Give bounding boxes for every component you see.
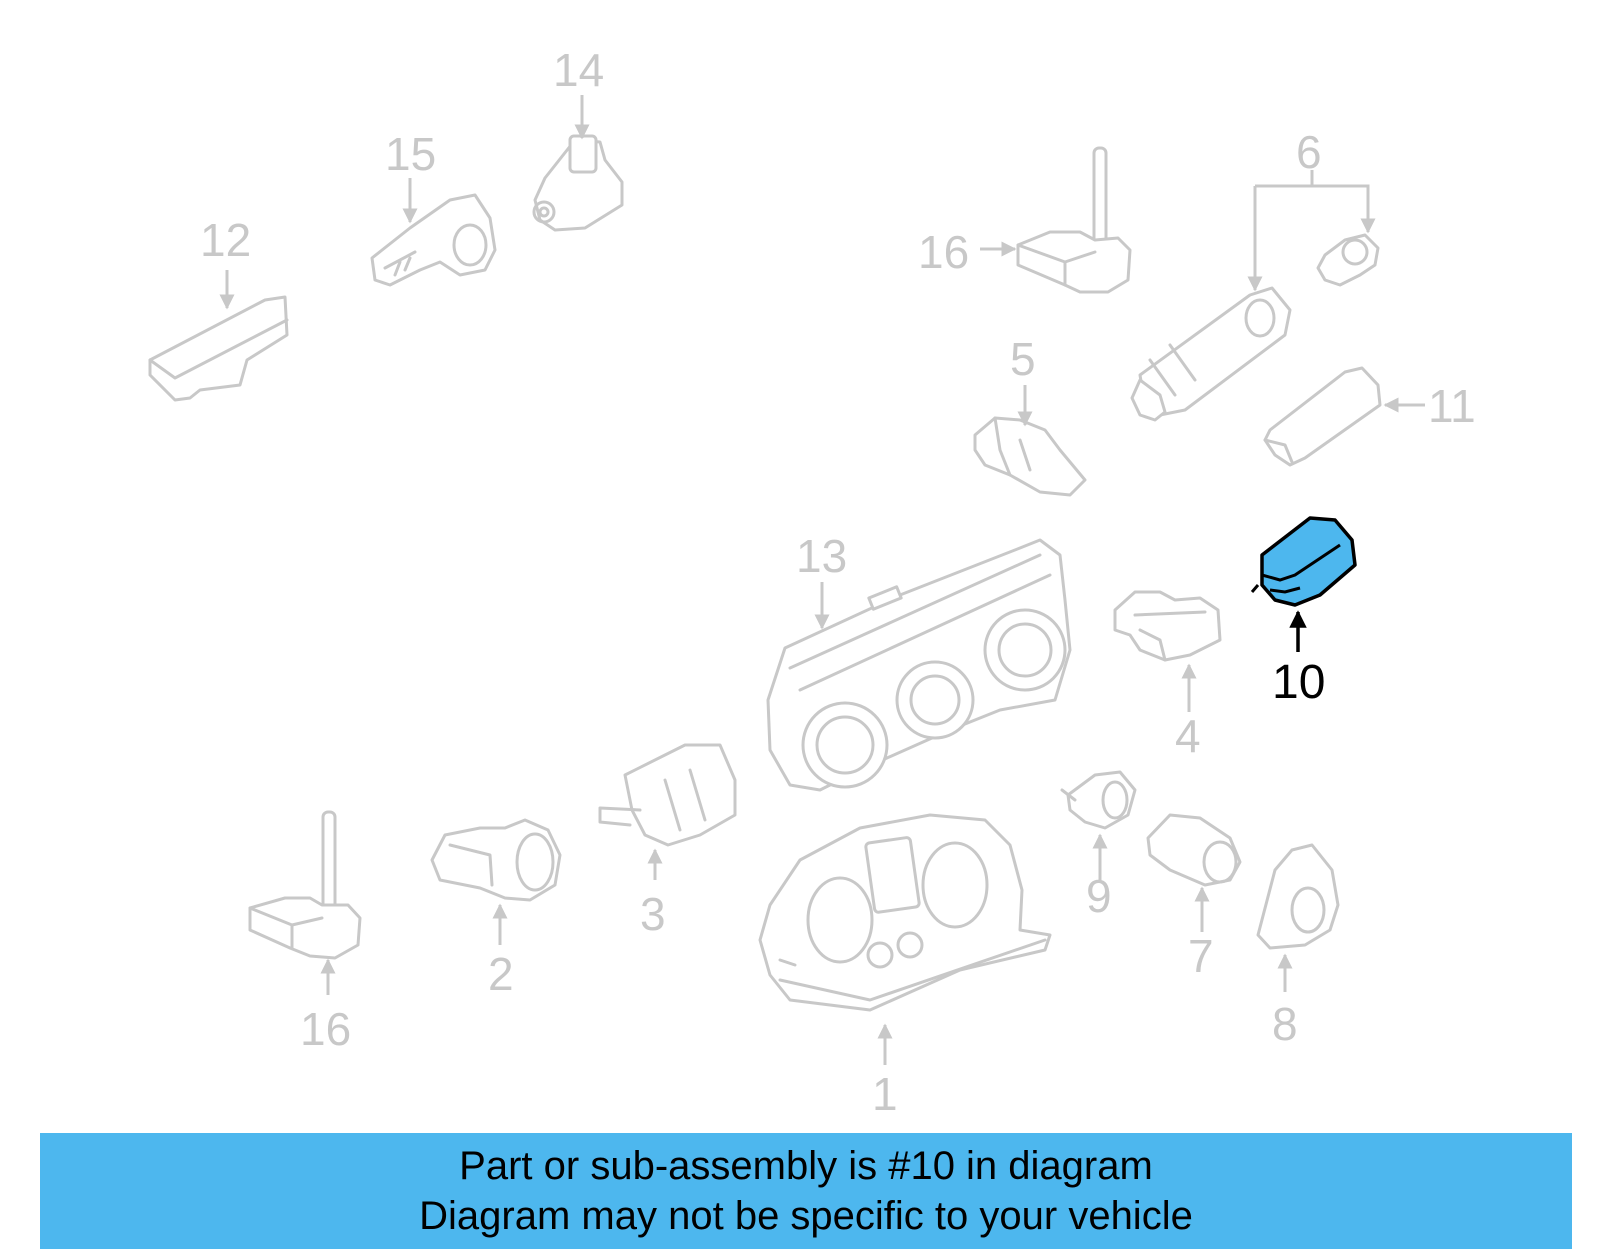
part-5-switch: 5 xyxy=(973,333,1087,497)
callout-2: 2 xyxy=(488,948,514,1000)
part-11-bulb-cover: 11 xyxy=(1263,366,1476,467)
callout-16-lower: 16 xyxy=(300,1003,351,1055)
callout-6: 6 xyxy=(1296,126,1322,178)
callout-7: 7 xyxy=(1188,930,1214,982)
callout-8: 8 xyxy=(1272,998,1298,1050)
part-4-switch: 4 xyxy=(1113,590,1222,762)
part-7-knob: 7 xyxy=(1146,813,1242,982)
info-banner: Part or sub-assembly is #10 in diagram D… xyxy=(40,1133,1572,1249)
part-15-sensor-bracket: 15 xyxy=(370,128,497,287)
part-3-switch-module: 3 xyxy=(598,743,737,940)
callout-3: 3 xyxy=(640,888,666,940)
callout-13: 13 xyxy=(796,530,847,582)
banner-line-2: Diagram may not be specific to your vehi… xyxy=(419,1194,1193,1238)
callout-9: 9 xyxy=(1086,870,1112,922)
part-6-lamp-assembly: 6 xyxy=(1130,126,1380,422)
callout-1: 1 xyxy=(872,1068,898,1120)
callout-10: 10 xyxy=(1272,656,1325,709)
callout-16-upper: 16 xyxy=(918,226,969,278)
callout-11: 11 xyxy=(1428,380,1476,432)
part-1-instrument-cluster: 1 xyxy=(758,813,1052,1120)
callout-12: 12 xyxy=(200,214,251,266)
callout-15: 15 xyxy=(385,128,436,180)
part-9-ring: 9 xyxy=(1060,770,1137,922)
banner-line-1: Part or sub-assembly is #10 in diagram xyxy=(459,1144,1153,1188)
part-8-trim-bezel: 8 xyxy=(1256,843,1340,1050)
part-16-lower-sensor: 16 xyxy=(248,810,362,1055)
callout-5: 5 xyxy=(1010,333,1036,385)
part-16-upper-sensor: 16 xyxy=(918,146,1132,294)
part-13-climate-control: 13 xyxy=(766,530,1072,792)
part-12-trim-panel: 12 xyxy=(148,214,289,402)
part-10-highlighted[interactable]: 10 xyxy=(1250,516,1357,709)
callout-14: 14 xyxy=(553,44,604,96)
part-2-switch: 2 xyxy=(430,818,562,1000)
callout-4: 4 xyxy=(1175,710,1201,762)
part-14-sensor: 14 xyxy=(532,44,624,232)
